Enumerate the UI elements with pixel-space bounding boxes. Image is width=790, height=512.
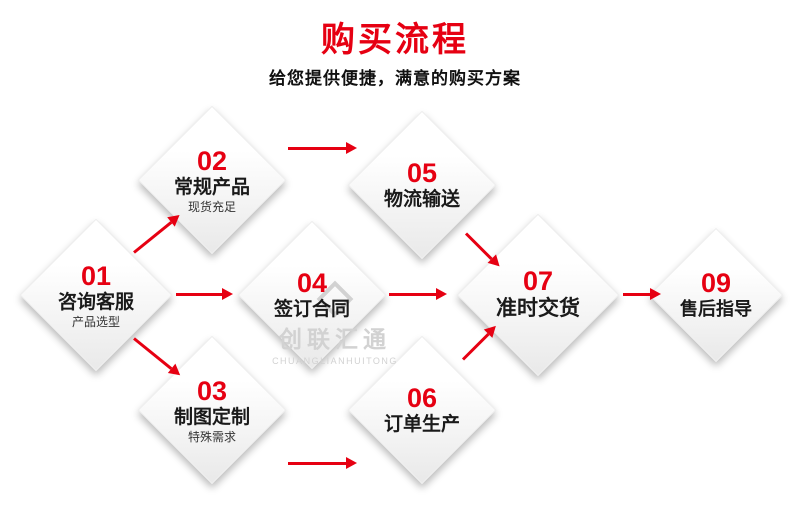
step-label: 售后指导 xyxy=(680,299,752,320)
step-number: 05 xyxy=(406,157,438,188)
step-label: 准时交货 xyxy=(496,297,580,321)
step-node-07-on-time-delivery: 07 准时交货 xyxy=(456,213,620,377)
step-label: 常规产品 xyxy=(173,176,250,198)
step-number: 01 xyxy=(80,260,112,291)
step-number: 04 xyxy=(296,267,328,298)
step-label: 制图定制 xyxy=(173,406,250,428)
page-title: 购买流程 xyxy=(321,21,469,59)
arrow-04-to-07 xyxy=(389,288,447,300)
step-content: 02 常规产品 现货充足 xyxy=(139,107,285,253)
arrow-07-to-09 xyxy=(623,288,661,300)
step-number: 09 xyxy=(700,268,732,299)
step-sublabel: 现货充足 xyxy=(187,199,236,214)
step-sublabel: 特殊需求 xyxy=(187,429,236,444)
step-content: 01 咨询客服 产品选型 xyxy=(21,220,171,370)
step-content: 06 订单生产 xyxy=(349,337,495,483)
step-content: 05 物流输送 xyxy=(349,112,495,258)
step-number: 06 xyxy=(406,382,438,413)
step-number: 02 xyxy=(196,145,228,176)
step-node-03-custom-drawing: 03 制图定制 特殊需求 xyxy=(137,335,287,485)
step-number: 03 xyxy=(196,375,228,406)
step-content: 07 准时交货 xyxy=(458,215,618,375)
step-node-05-logistics: 05 物流输送 xyxy=(347,110,497,260)
step-content: 03 制图定制 特殊需求 xyxy=(139,337,285,483)
step-sublabel: 产品选型 xyxy=(71,314,120,329)
step-node-02-standard-product: 02 常规产品 现货充足 xyxy=(137,105,287,255)
step-content: 09 售后指导 xyxy=(650,229,782,361)
step-label: 订单生产 xyxy=(383,413,460,435)
arrow-02-to-05 xyxy=(288,142,357,154)
step-content: 04 签订合同 xyxy=(239,222,385,368)
page-subtitle: 给您提供便捷，满意的购买方案 xyxy=(269,69,521,88)
step-node-06-order-production: 06 订单生产 xyxy=(347,335,497,485)
step-label: 咨询客服 xyxy=(57,291,134,313)
arrow-01-to-04 xyxy=(176,288,233,300)
arrow-03-to-06 xyxy=(288,457,357,469)
step-label: 物流输送 xyxy=(383,188,460,210)
step-node-01-consult: 01 咨询客服 产品选型 xyxy=(19,218,173,372)
step-number: 07 xyxy=(522,266,554,297)
step-node-04-sign-contract: 04 签订合同 xyxy=(237,220,387,370)
step-label: 签订合同 xyxy=(273,298,350,320)
step-node-09-after-sales: 09 售后指导 xyxy=(648,227,784,363)
